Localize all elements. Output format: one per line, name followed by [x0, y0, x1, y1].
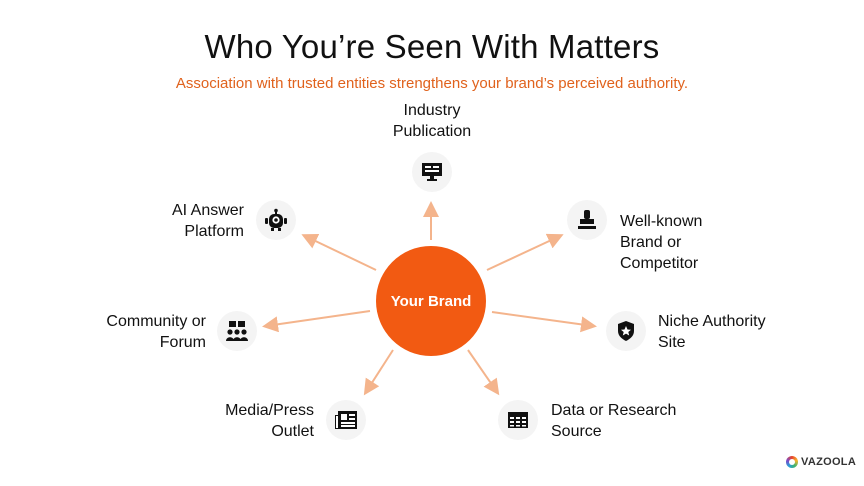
vazoola-logo: VAZOOLA [786, 456, 856, 468]
star-badge-icon [606, 311, 646, 351]
arrow-niche-authority [491, 311, 597, 333]
arrow-ai-answer [301, 233, 377, 271]
page-title: Who You’re Seen With Matters [204, 28, 660, 65]
community-icon [217, 311, 257, 351]
stamp-icon [567, 200, 607, 240]
vazoola-logo-icon [786, 456, 798, 468]
brand-name: VAZOOLA [801, 456, 857, 468]
arrow-data-research [467, 349, 500, 396]
robot-icon [256, 200, 296, 240]
arrow-community-forum [262, 310, 371, 333]
your-brand-hub: Your Brand [376, 246, 486, 356]
arrow-media-press [363, 349, 394, 396]
arrow-well-known-brand [486, 233, 564, 271]
table-icon [498, 400, 538, 440]
page-subtitle: Association with trusted entities streng… [175, 75, 689, 92]
monitor-icon [412, 152, 452, 192]
newspaper-icon [326, 400, 366, 440]
